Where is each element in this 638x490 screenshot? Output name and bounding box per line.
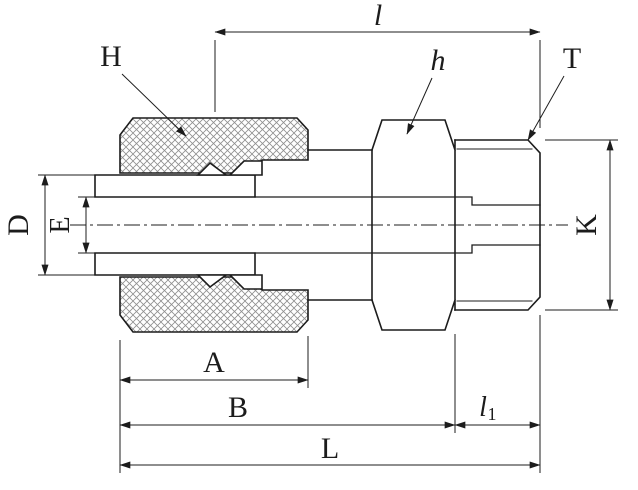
dim-label-K: K [570, 214, 603, 236]
dimension-h: h [406, 44, 446, 135]
dim-label-l: l [374, 0, 382, 32]
dim-label-l1-base: l [479, 392, 487, 423]
back-ferrule-lower [196, 274, 229, 289]
dim-label-H: H [100, 40, 122, 73]
fitting-outline [70, 117, 568, 333]
dimension-L: L [119, 432, 541, 469]
dim-label-E: E [45, 216, 76, 233]
dim-label-B: B [228, 391, 248, 424]
nut-lower-section [119, 276, 309, 333]
dimension-l: l [214, 0, 541, 128]
dimension-H: H [100, 40, 187, 137]
body-neck [307, 149, 373, 301]
tube-upper-wall [94, 174, 256, 198]
front-ferrule-upper [228, 160, 263, 176]
nut-upper-section [119, 117, 309, 174]
dimension-K: K [545, 139, 618, 311]
dimension-T: T [527, 42, 581, 141]
dim-label-h: h [431, 44, 446, 77]
dim-label-T: T [563, 42, 581, 75]
dim-label-L: L [321, 432, 339, 465]
dim-label-A: A [203, 346, 225, 379]
front-ferrule-lower [228, 274, 263, 290]
thread-root-lines [456, 148, 533, 302]
dim-label-l1-subscript: 1 [488, 404, 497, 424]
dimension-B: B [119, 334, 456, 433]
dimension-D: D [2, 174, 95, 276]
dim-label-D: D [2, 214, 35, 236]
bore-lines [254, 196, 541, 254]
dimension-E: E [45, 196, 95, 254]
dimension-A: A [119, 336, 309, 473]
back-ferrule-upper [196, 161, 229, 176]
dimension-l1: l 1 [454, 315, 541, 473]
tube-lower-wall [94, 252, 256, 276]
